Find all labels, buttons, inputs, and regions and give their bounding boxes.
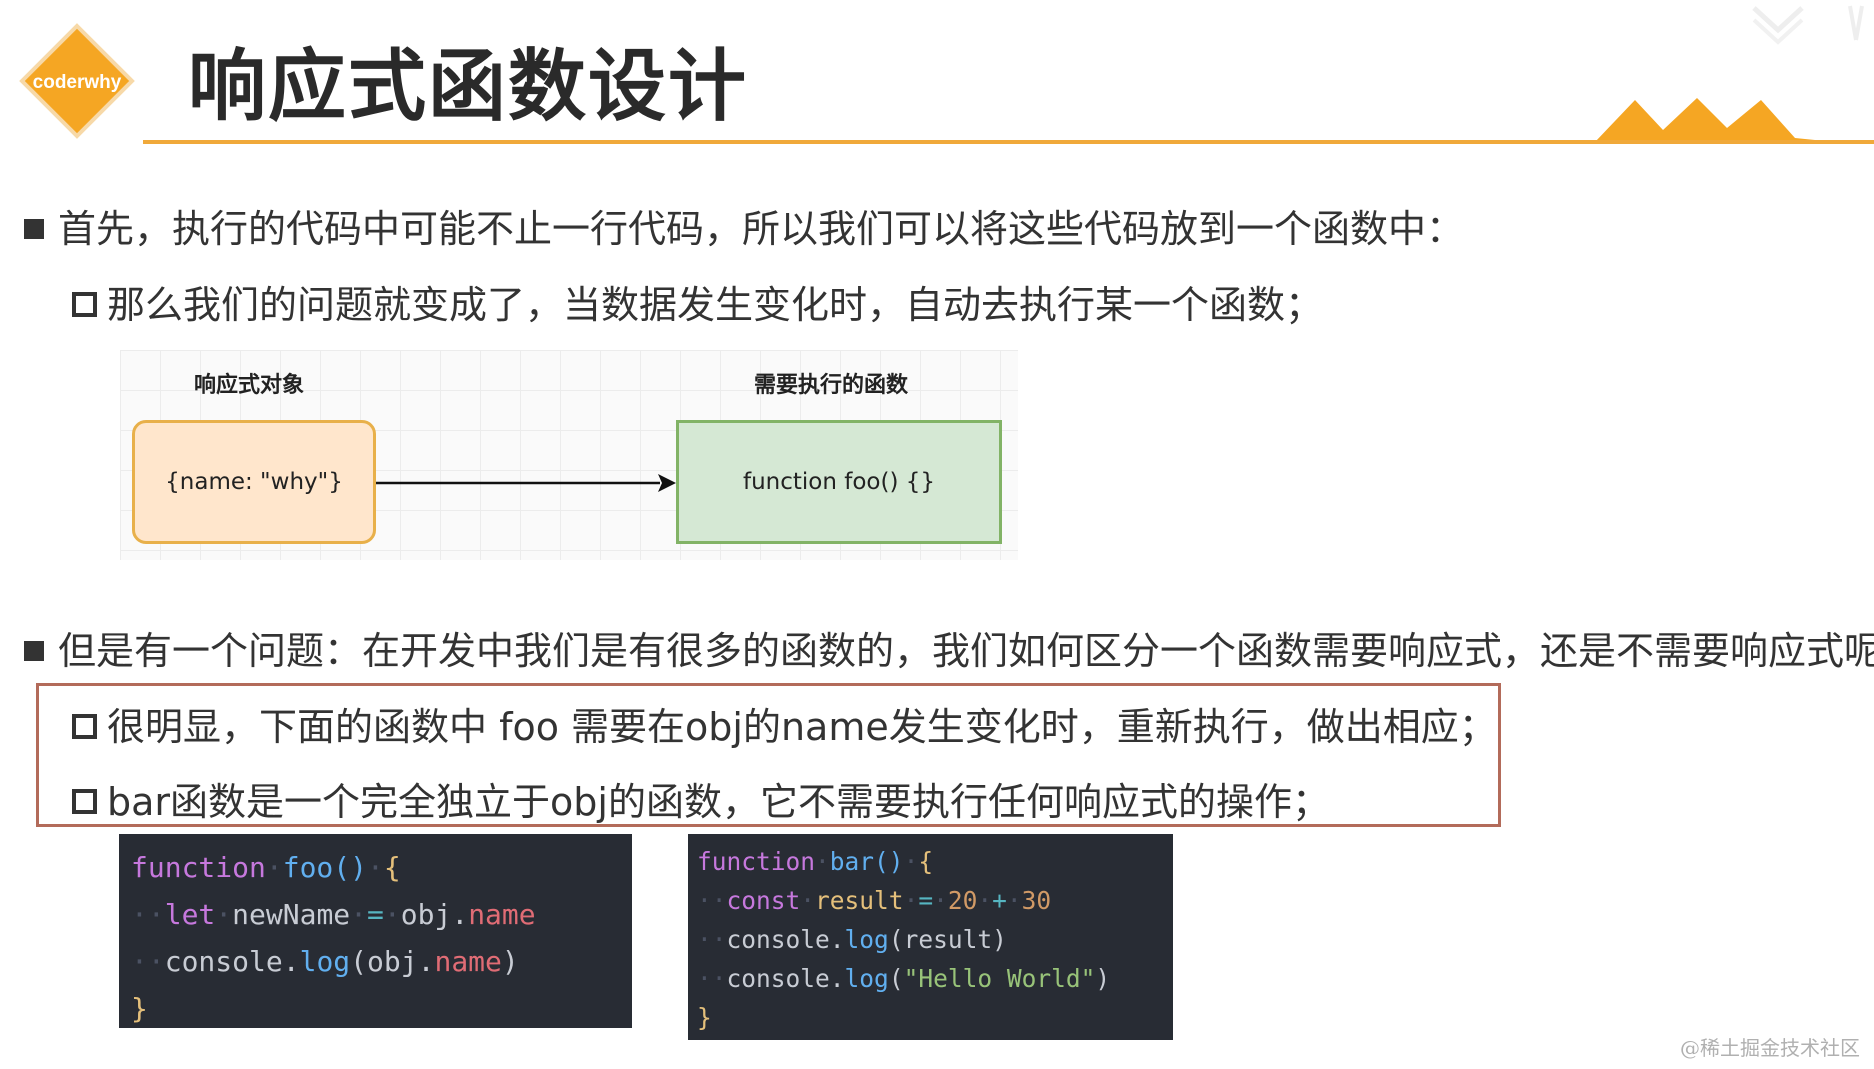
page-title: 响应式函数设计 xyxy=(188,42,749,132)
code-line: function·foo()·{ xyxy=(131,851,401,884)
diagram-left-label: 响应式对象 xyxy=(194,373,305,398)
bullet-second-sub1-text: 很明显，下面的函数中 foo 需要在obj的name发生变化时，重新执行，做出相… xyxy=(107,705,1497,749)
code-line: ··console.log("Hello World") xyxy=(697,964,1111,993)
bullet-second-sub1: 很明显，下面的函数中 foo 需要在obj的name发生变化时，重新执行，做出相… xyxy=(72,696,1497,751)
header-divider xyxy=(143,140,1874,144)
code-line: } xyxy=(131,992,148,1025)
bullet-hollow-square-icon xyxy=(72,292,97,317)
bullet-second-text: 但是有一个问题：在开发中我们是有很多的函数的，我们如何区分一个函数需要响应式，还… xyxy=(58,629,1874,673)
code-line: ··console.log(obj.name) xyxy=(131,945,519,978)
code-line: ··let·newName·=·obj.name xyxy=(131,898,536,931)
diagram-right-label: 需要执行的函数 xyxy=(754,373,909,398)
bullet-second-sub2: bar函数是一个完全独立于obj的函数，它不需要执行任何响应式的操作； xyxy=(72,771,1330,826)
mountains-decoration-icon xyxy=(1595,98,1835,142)
bullet-hollow-square-icon xyxy=(72,714,97,739)
logo-text: coderwhy xyxy=(33,72,122,93)
bullet-square-icon xyxy=(24,218,44,239)
code-line: } xyxy=(697,1003,712,1032)
reactive-object-box: {name: "why"} xyxy=(132,420,376,544)
function-box: function foo() {} xyxy=(676,420,1002,544)
code-line: function·bar()·{ xyxy=(697,847,934,876)
bullet-first-sub: 那么我们的问题就变成了，当数据发生变化时，自动去执行某一个函数； xyxy=(72,274,1323,329)
highlight-box xyxy=(36,683,1501,827)
code-line: ··console.log(result) xyxy=(697,925,1007,954)
code-block-foo: function·foo()·{ ··let·newName·=·obj.name… xyxy=(119,834,632,1028)
code-line: ··const·result·=·20·+·30 xyxy=(697,886,1052,915)
bullet-first-text: 首先，执行的代码中可能不止一行代码，所以我们可以将这些代码放到一个函数中： xyxy=(58,207,1465,251)
watermark: @稀土掘金技术社区 xyxy=(1680,1036,1860,1060)
bullet-first-sub-text: 那么我们的问题就变成了，当数据发生变化时，自动去执行某一个函数； xyxy=(107,283,1324,327)
corner-decoration-icon xyxy=(1752,5,1864,45)
bullet-second-sub2-text: bar函数是一个完全独立于obj的函数，它不需要执行任何响应式的操作； xyxy=(107,780,1330,824)
bullet-second: 但是有一个问题：在开发中我们是有很多的函数的，我们如何区分一个函数需要响应式，还… xyxy=(24,620,1874,675)
arrow-right-icon xyxy=(376,474,676,492)
bullet-hollow-square-icon xyxy=(72,789,97,814)
code-block-bar: function·bar()·{ ··const·result·=·20·+·30… xyxy=(688,834,1173,1040)
coderwhy-logo: coderwhy xyxy=(19,23,135,139)
bullet-square-icon xyxy=(24,640,44,661)
bullet-first: 首先，执行的代码中可能不止一行代码，所以我们可以将这些代码放到一个函数中： xyxy=(24,198,1464,253)
